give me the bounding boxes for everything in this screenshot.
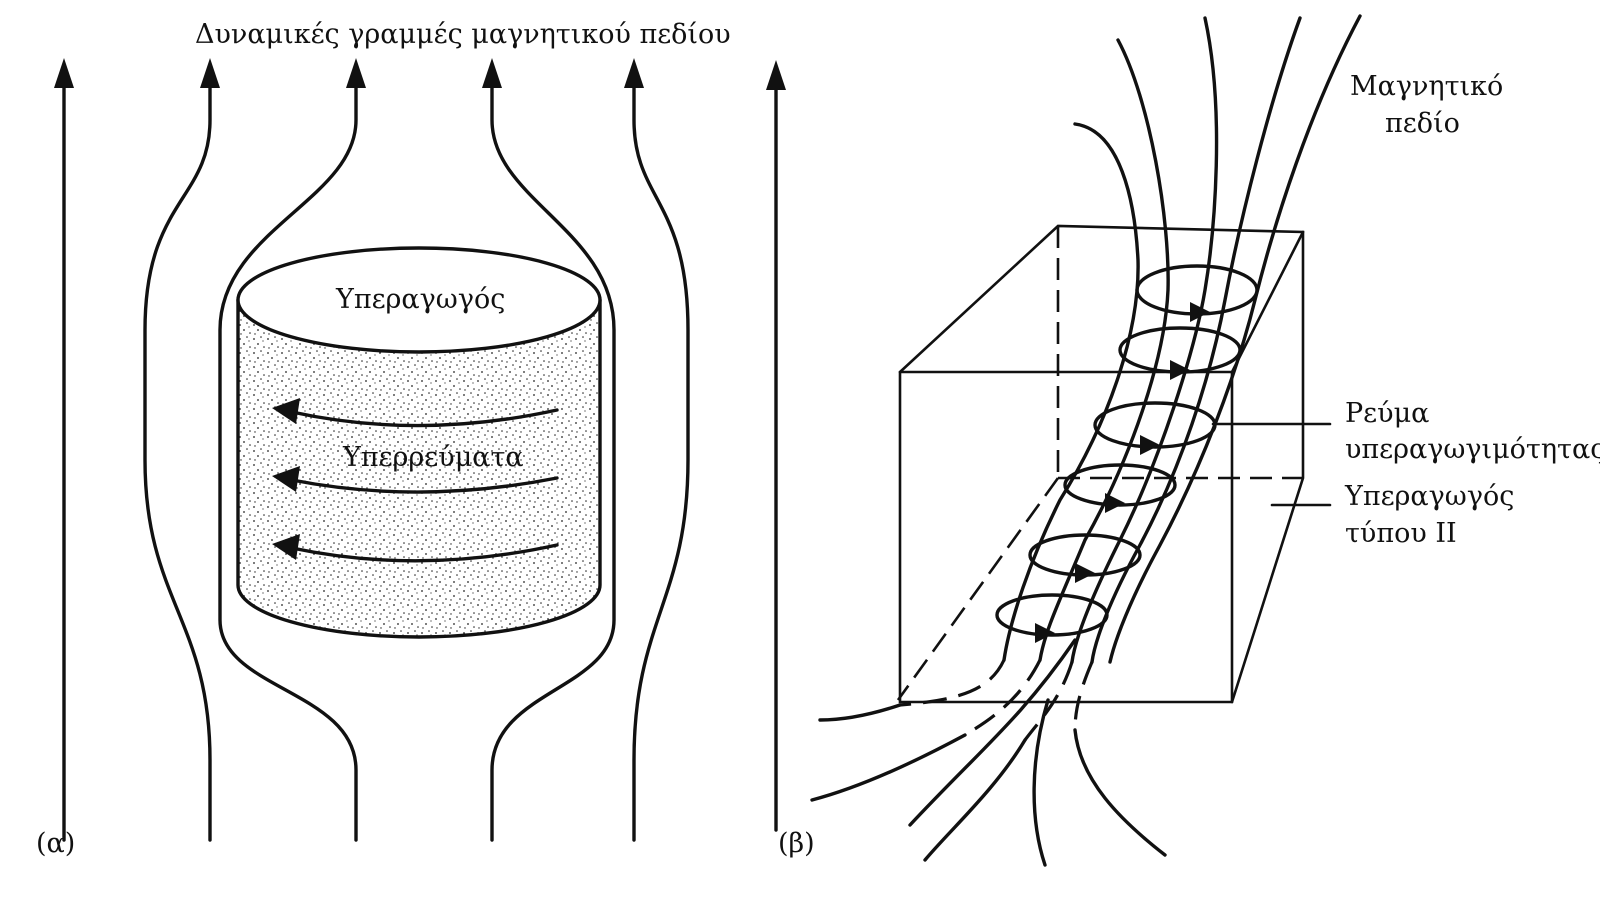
arrowhead-a3 — [346, 58, 366, 88]
arrowhead-b — [766, 60, 786, 90]
field-line-b-straight — [766, 60, 786, 832]
arrowhead-a2 — [200, 58, 220, 88]
supercurrent-arrows — [272, 398, 559, 563]
type2-label-line1: Υπεραγωγός — [1344, 481, 1514, 512]
panel-b-label: (β) — [778, 828, 815, 859]
arrowhead-a4 — [482, 58, 502, 88]
magnetic-field-label-line1: Μαγνητικό — [1350, 71, 1503, 102]
magnetic-field-label-line2: πεδίο — [1385, 108, 1460, 139]
current-loops — [995, 264, 1259, 643]
vortex-field-lines — [810, 14, 1362, 867]
field-line-a3 — [218, 58, 366, 842]
current-label-line2: υπεραγωγιμότητας — [1345, 434, 1600, 465]
arrowhead-a1 — [54, 58, 74, 88]
panel-a: Δυναμικές γραμμές μαγνητικού πεδίου — [36, 19, 731, 859]
current-label-line1: Ρεύμα — [1345, 398, 1429, 429]
field-lines-title: Δυναμικές γραμμές μαγνητικού πεδίου — [195, 19, 731, 50]
type2-label-line2: τύπου ΙΙ — [1345, 518, 1457, 549]
field-line-a4 — [482, 58, 616, 842]
field-line-a1 — [54, 58, 74, 842]
cylinder-top — [236, 246, 602, 354]
panel-b: Μαγνητικό πεδίο Ρεύμα υπεραγωγιμότητας Υ… — [766, 14, 1600, 867]
superconductor-label: Υπεραγωγός — [335, 284, 505, 315]
field-line-a5 — [624, 58, 690, 842]
arrowhead-a5 — [624, 58, 644, 88]
field-line-a2 — [143, 58, 220, 842]
supercurrents-label: Υπερρεύματα — [342, 442, 524, 473]
panel-a-label: (α) — [36, 828, 75, 859]
type2-superconductor-box — [896, 224, 1305, 704]
